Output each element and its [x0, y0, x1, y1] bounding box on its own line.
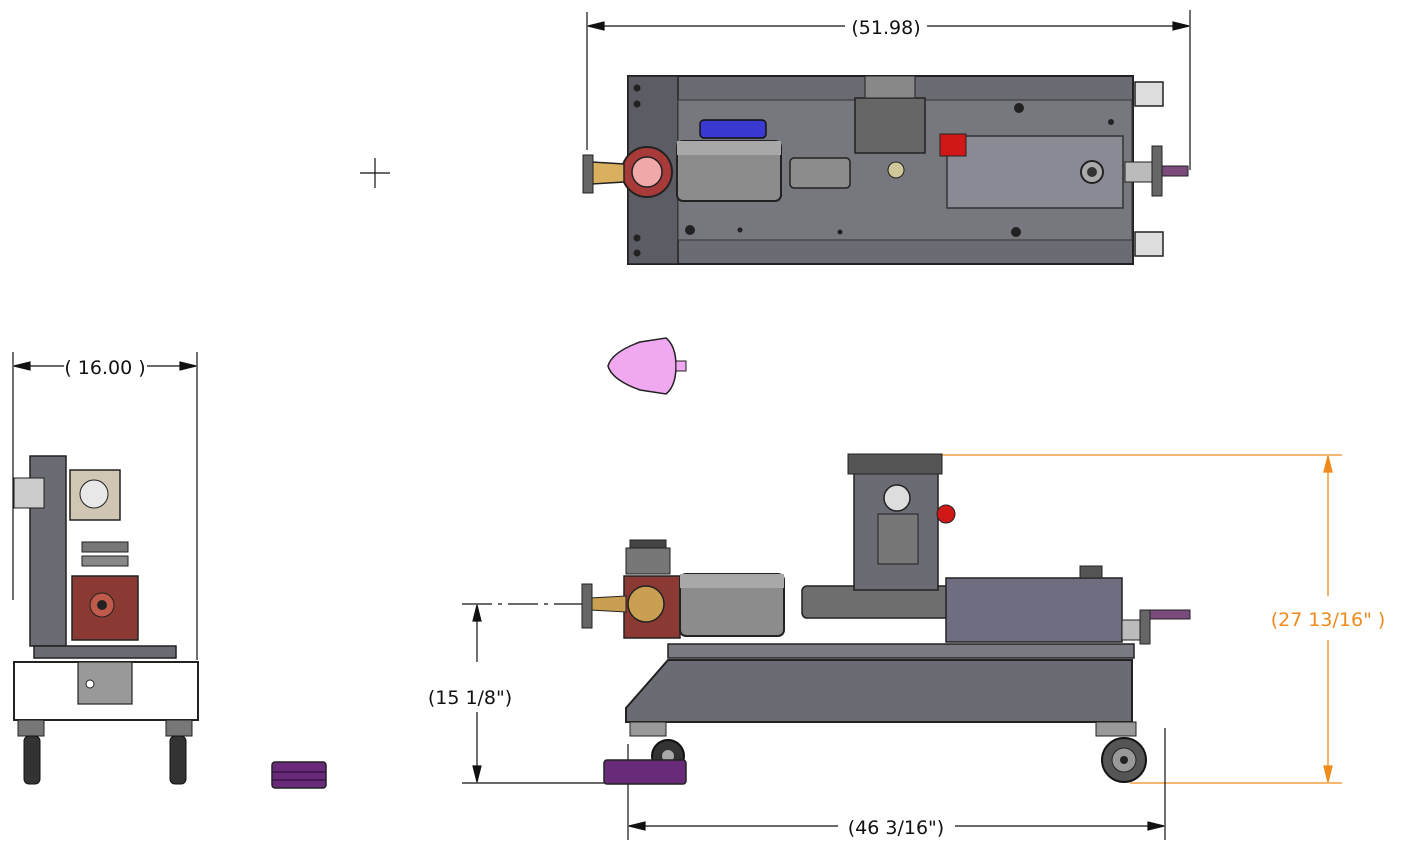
dimension-top-width [586, 10, 1191, 170]
end-view: ( 16.00 ) [12, 352, 199, 785]
side-casters [629, 721, 1147, 783]
dimension-text-end-width: ( 16.00 ) [64, 357, 145, 379]
dimension-end-width [12, 352, 198, 660]
end-casters [17, 719, 193, 785]
purple-spacer-part [271, 761, 327, 789]
pink-drip-part [607, 337, 687, 395]
top-view: (51.98) [582, 10, 1191, 265]
dimension-overall-height [940, 454, 1342, 784]
dimension-text-wheelbase: (46 3/16") [848, 817, 944, 839]
top-valve-cluster [854, 97, 926, 154]
dimension-text-axis-height: (15 1/8") [428, 687, 512, 709]
side-view: (15 1/8") (27 13/16" ) (46 3/16") [428, 453, 1386, 840]
side-gear-housing [945, 577, 1123, 643]
dimension-axis-height [462, 603, 630, 784]
origin-crosshair [360, 158, 390, 188]
dimension-text-overall-height: (27 13/16" ) [1271, 609, 1386, 631]
top-bolts [633, 84, 1114, 257]
side-cart-base [625, 659, 1133, 723]
dimension-text-top-width: (51.98) [851, 17, 920, 39]
top-blue-cylinder [699, 119, 767, 139]
dimension-wheelbase [627, 728, 1166, 840]
